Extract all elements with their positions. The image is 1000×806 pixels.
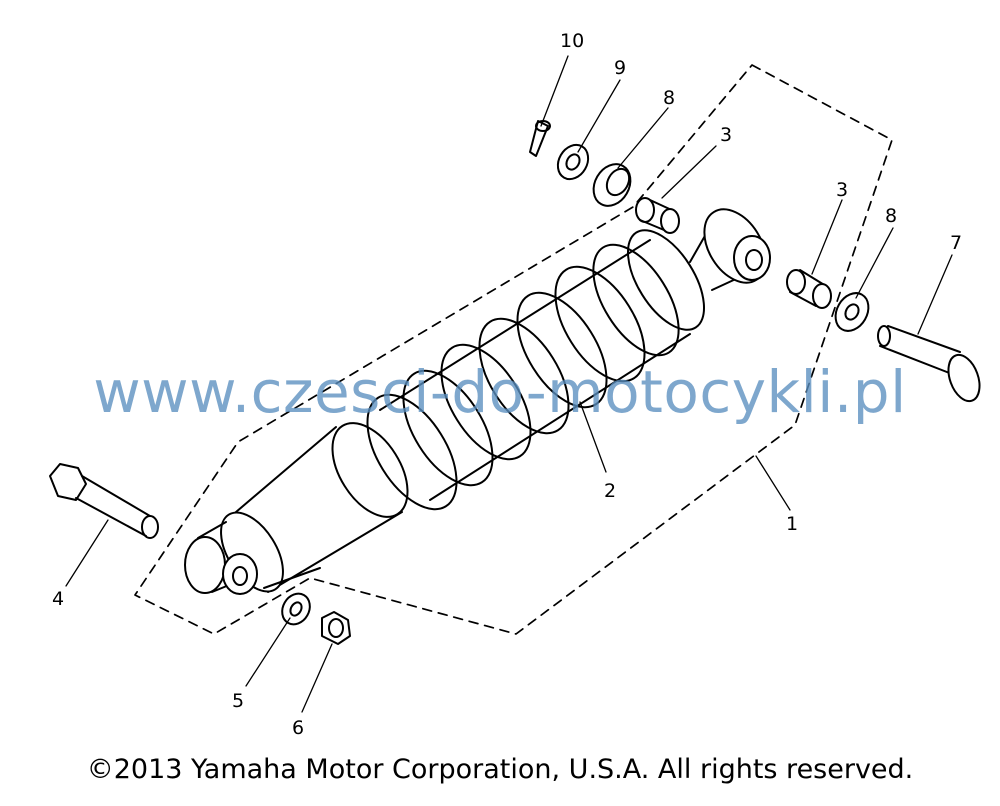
watermark-text: www.czesci-do-motocykli.pl (93, 358, 907, 426)
callout-3-upper: 3 (720, 124, 732, 146)
callout-9: 9 (614, 57, 626, 79)
collar-part-3-right (786, 269, 832, 309)
copyright-notice: ©2013 Yamaha Motor Corporation, U.S.A. A… (86, 754, 914, 785)
collar-part-3-upper (635, 197, 680, 234)
callout-6: 6 (292, 717, 304, 739)
callout-3-right: 3 (836, 179, 848, 201)
top-mount (689, 208, 771, 291)
bolt-part-4 (49, 463, 159, 539)
washer-part-9 (556, 143, 590, 181)
washer-part-5 (281, 592, 311, 626)
callout-8-upper: 8 (663, 87, 675, 109)
cotter-pin-part (529, 120, 551, 157)
callout-5: 5 (232, 690, 244, 712)
shock-body (184, 422, 409, 595)
callout-4: 4 (52, 588, 64, 610)
leader-lines (65, 55, 953, 713)
assembly-boundary (134, 64, 893, 635)
nut-part-6 (321, 611, 351, 645)
callout-10: 10 (560, 30, 584, 52)
coil-spring (366, 229, 706, 511)
callout-7: 7 (950, 232, 962, 254)
seal-part-8-right (834, 292, 870, 332)
callout-2: 2 (604, 480, 616, 502)
callout-labels: 10 9 8 3 3 8 7 2 1 4 5 6 (52, 30, 962, 739)
seal-part-8-upper (592, 163, 632, 207)
callout-1: 1 (786, 513, 798, 535)
callout-8-right: 8 (885, 205, 897, 227)
bolt-part-7 (877, 325, 981, 403)
